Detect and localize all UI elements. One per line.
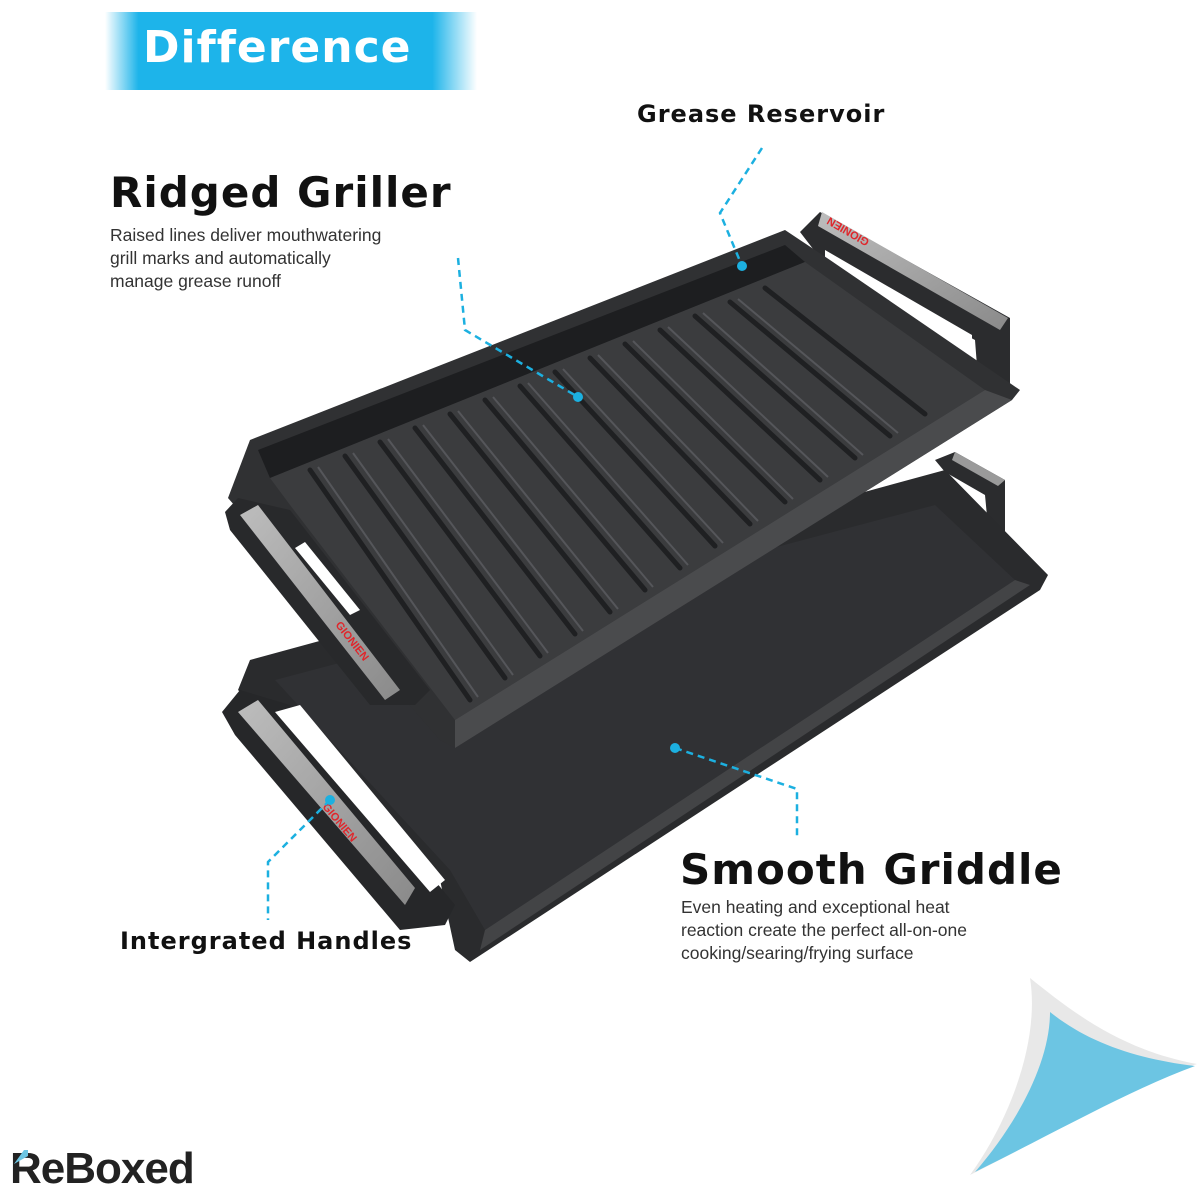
ridged-griller-title: Ridged Griller xyxy=(110,168,452,217)
grease-reservoir-title: Grease Reservoir xyxy=(637,100,886,128)
page-curl-corner xyxy=(970,978,1197,1175)
grease-reservoir-marker xyxy=(737,261,747,271)
smooth-griddle-description: Even heating and exceptional heat reacti… xyxy=(681,896,967,965)
ridged-griller-plate: GIONIEN xyxy=(225,212,1020,748)
integrated-handles-title: Intergrated Handles xyxy=(120,927,413,955)
ridged-griller-marker xyxy=(573,392,583,402)
ridged-griller-desc-line: manage grease runoff xyxy=(110,271,281,291)
reboxed-logo: ReBoxed xyxy=(10,1144,195,1193)
smooth-griddle-desc-line: Even heating and exceptional heat xyxy=(681,897,950,917)
smooth-griddle-title: Smooth Griddle xyxy=(680,845,1063,894)
logo-corner-icon xyxy=(14,1150,28,1164)
smooth-griddle-desc-line: reaction create the perfect all-on-one xyxy=(681,920,967,940)
ridged-griller-desc-line: grill marks and automatically xyxy=(110,248,331,268)
title-banner xyxy=(105,12,477,90)
smooth-griddle-marker xyxy=(670,743,680,753)
smooth-griddle-plate: GIONIEN xyxy=(222,452,1048,962)
ridged-griller-description: Raised lines deliver mouthwatering grill… xyxy=(110,224,381,293)
banner-title: Difference xyxy=(143,22,412,73)
smooth-griddle-desc-line: cooking/searing/frying surface xyxy=(681,943,914,963)
handles-marker xyxy=(325,795,335,805)
ridged-griller-desc-line: Raised lines deliver mouthwatering xyxy=(110,225,382,245)
